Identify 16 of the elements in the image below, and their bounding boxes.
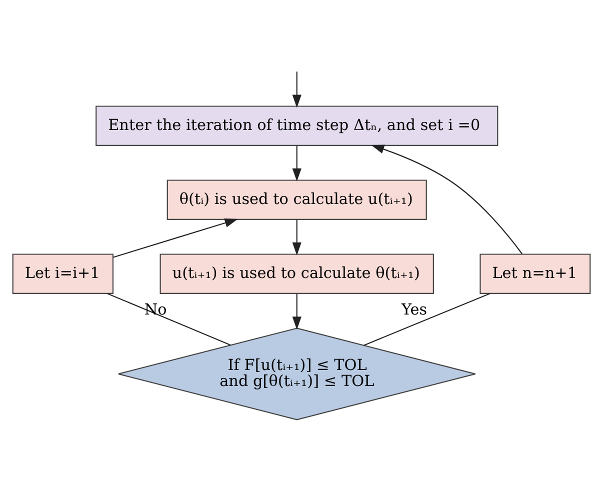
edge-label: No	[144, 300, 167, 318]
connector	[106, 292, 231, 346]
arrow	[292, 72, 302, 108]
node-box: Let n=n+1	[480, 254, 591, 294]
edge-label: Yes	[402, 300, 428, 319]
node-box: u(tᵢ₊₁) is used to calculate θ(tᵢ₊₁)	[160, 254, 434, 294]
arrow	[292, 294, 302, 330]
node-box: θ(tᵢ) is used to calculate u(tᵢ₊₁)	[166, 180, 427, 220]
arrow	[113, 218, 238, 258]
node-diamond: If F[u(tᵢ₊₁)] ≤ TOL and g[θ(tᵢ₊₁)] ≤ TOL	[118, 328, 476, 420]
node-box: Let i=i+1	[12, 254, 114, 294]
arrow	[292, 220, 302, 256]
node-box: Enter the iteration of time step Δtₙ, and set i =0	[96, 106, 498, 146]
arrow	[292, 146, 302, 182]
connector	[364, 292, 490, 346]
arrow	[371, 144, 522, 254]
